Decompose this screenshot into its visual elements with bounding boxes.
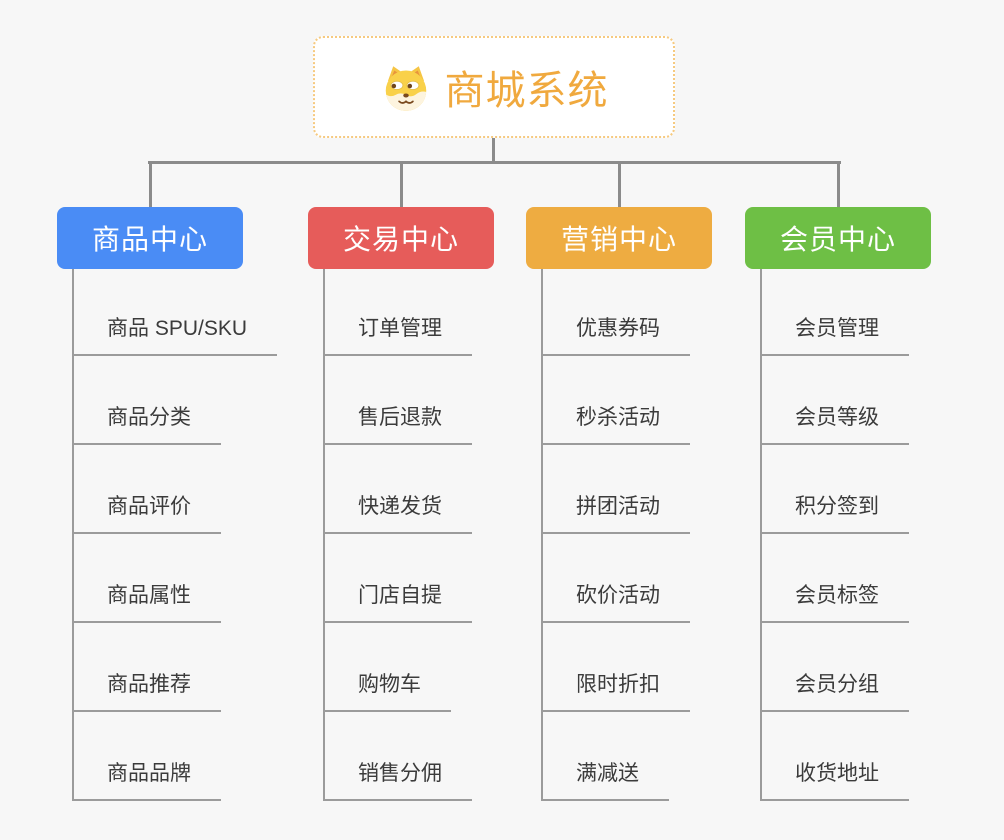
leaf-node[interactable]: 商品分类 [72,401,221,445]
branch-trunk-line [760,269,762,801]
leaf-node[interactable]: 会员标签 [760,579,909,623]
branch-connector-line [836,161,840,207]
leaf-node[interactable]: 销售分佣 [323,757,472,801]
leaf-node[interactable]: 收货地址 [760,757,909,801]
leaf-node[interactable]: 购物车 [323,668,451,712]
leaf-node[interactable]: 门店自提 [323,579,472,623]
branch-node-3[interactable]: 营销中心 [526,207,712,269]
leaf-node[interactable]: 会员管理 [760,312,909,356]
leaf-node[interactable]: 优惠券码 [541,312,690,356]
leaf-node[interactable]: 积分签到 [760,490,909,534]
root-node[interactable]: 商城系统 [313,36,675,138]
branch-trunk-line [541,269,543,801]
leaf-node[interactable]: 会员分组 [760,668,909,712]
leaf-node[interactable]: 限时折扣 [541,668,690,712]
branch-trunk-line [72,269,74,801]
leaf-node[interactable]: 商品属性 [72,579,221,623]
leaf-node[interactable]: 售后退款 [323,401,472,445]
leaf-node[interactable]: 拼团活动 [541,490,690,534]
root-connector-line [492,138,495,163]
leaf-node[interactable]: 商品推荐 [72,668,221,712]
dog-face-icon [385,65,426,111]
leaf-node[interactable]: 快递发货 [323,490,472,534]
branch-node-4[interactable]: 会员中心 [745,207,931,269]
branch-node-1[interactable]: 商品中心 [57,207,243,269]
root-title: 商城系统 [444,69,609,113]
branch-connector-line [148,161,152,207]
leaf-node[interactable]: 商品评价 [72,490,221,534]
branch-node-2[interactable]: 交易中心 [308,207,494,269]
leaf-node[interactable]: 砍价活动 [541,579,690,623]
leaf-node[interactable]: 满减送 [541,757,669,801]
leaf-node[interactable]: 订单管理 [323,312,472,356]
leaf-node[interactable]: 商品品牌 [72,757,221,801]
branch-connector-line [617,161,621,207]
horizontal-bus-line [148,161,841,164]
leaf-node[interactable]: 商品 SPU/SKU [72,312,278,356]
branch-connector-line [399,161,403,207]
leaf-node[interactable]: 会员等级 [760,401,909,445]
branch-trunk-line [323,269,325,801]
leaf-node[interactable]: 秒杀活动 [541,401,690,445]
